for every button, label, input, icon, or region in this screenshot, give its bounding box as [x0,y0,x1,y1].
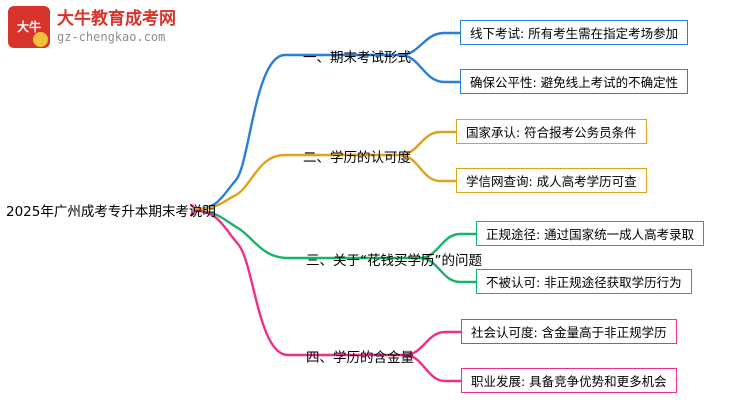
leaf-3-1: 正规途径: 通过国家统一成人高考录取 [476,221,705,246]
logo-mark-icon: 大牛 [8,6,50,48]
logo-dot-icon [33,32,48,47]
leaf-2-2: 学信网查询: 成人高考学历可查 [456,168,647,193]
logo-subtitle: gz-chengkao.com [57,30,166,44]
leaf-4-1: 社会认可度: 含金量高于非正规学历 [461,319,677,344]
branch-label-3: 三、关于“花钱买学历”的问题 [306,253,482,269]
mindmap-root-label: 2025年广州成考专升本期末考说明 [6,204,216,220]
logo-mark-text: 大牛 [16,20,41,34]
leaf-4-2: 职业发展: 具备竞争优势和更多机会 [461,368,677,393]
logo-title: 大牛教育成考网 [57,9,176,29]
leaf-2-1: 国家承认: 符合报考公务员条件 [456,119,647,144]
logo-text-block: 大牛教育成考网 gz-chengkao.com [57,10,176,44]
leaf-1-1: 线下考试: 所有考生需在指定考场参加 [460,20,689,45]
leaf-1-2: 确保公平性: 避免线上考试的不确定性 [460,69,689,94]
branch-label-4: 四、学历的含金量 [306,350,414,366]
branch-label-1: 一、期末考试形式 [303,50,411,66]
leaf-3-2: 不被认可: 非正规途径获取学历行为 [476,269,692,294]
branch-label-2: 二、学历的认可度 [303,150,411,166]
site-logo: 大牛 大牛教育成考网 gz-chengkao.com [8,6,176,48]
